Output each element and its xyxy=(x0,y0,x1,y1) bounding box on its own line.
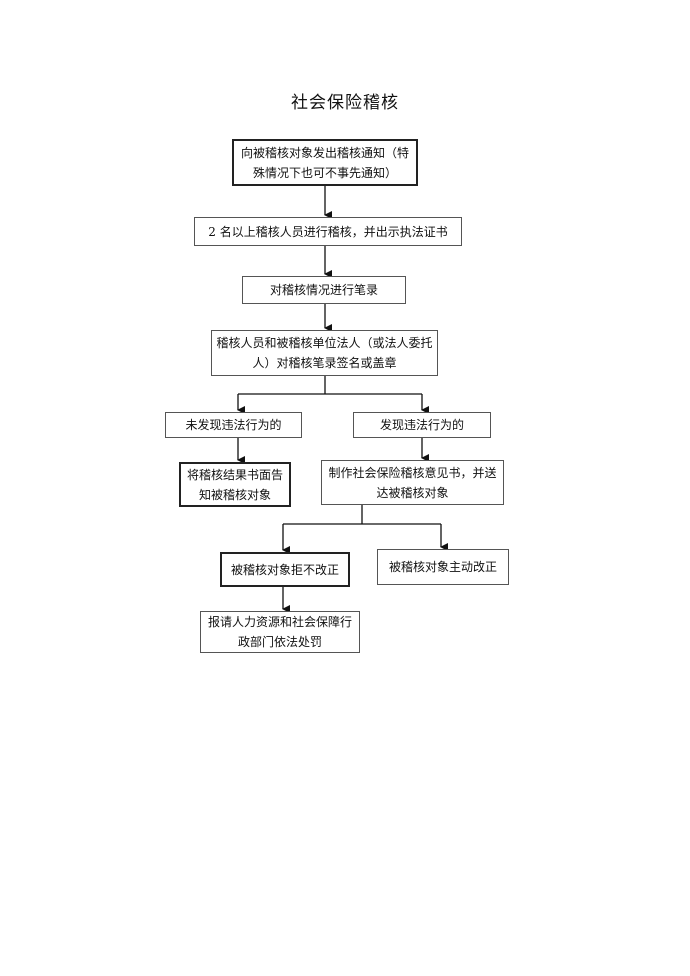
node-inform-result: 将稽核结果书面告知被稽核对象 xyxy=(179,462,291,507)
node-violation: 发现违法行为的 xyxy=(353,412,491,438)
node-refuse: 被稽核对象拒不改正 xyxy=(220,552,350,587)
node-report: 报请人力资源和社会保障行政部门依法处罚 xyxy=(200,611,360,653)
node-opinion: 制作社会保险稽核意见书，并送达被稽核对象 xyxy=(321,460,504,505)
node-notify: 向被稽核对象发出稽核通知（特殊情况下也可不事先通知） xyxy=(232,139,418,186)
node-sign: 稽核人员和被稽核单位法人（或法人委托人）对稽核笔录签名或盖章 xyxy=(211,330,438,376)
node-record: 对稽核情况进行笔录 xyxy=(242,276,406,304)
node-inspect: 2 名以上稽核人员进行稽核，并出示执法证书 xyxy=(194,217,462,246)
page-title: 社会保险稽核 xyxy=(291,93,399,113)
node-no-violation: 未发现违法行为的 xyxy=(165,412,302,438)
node-self-correct: 被稽核对象主动改正 xyxy=(377,549,509,585)
